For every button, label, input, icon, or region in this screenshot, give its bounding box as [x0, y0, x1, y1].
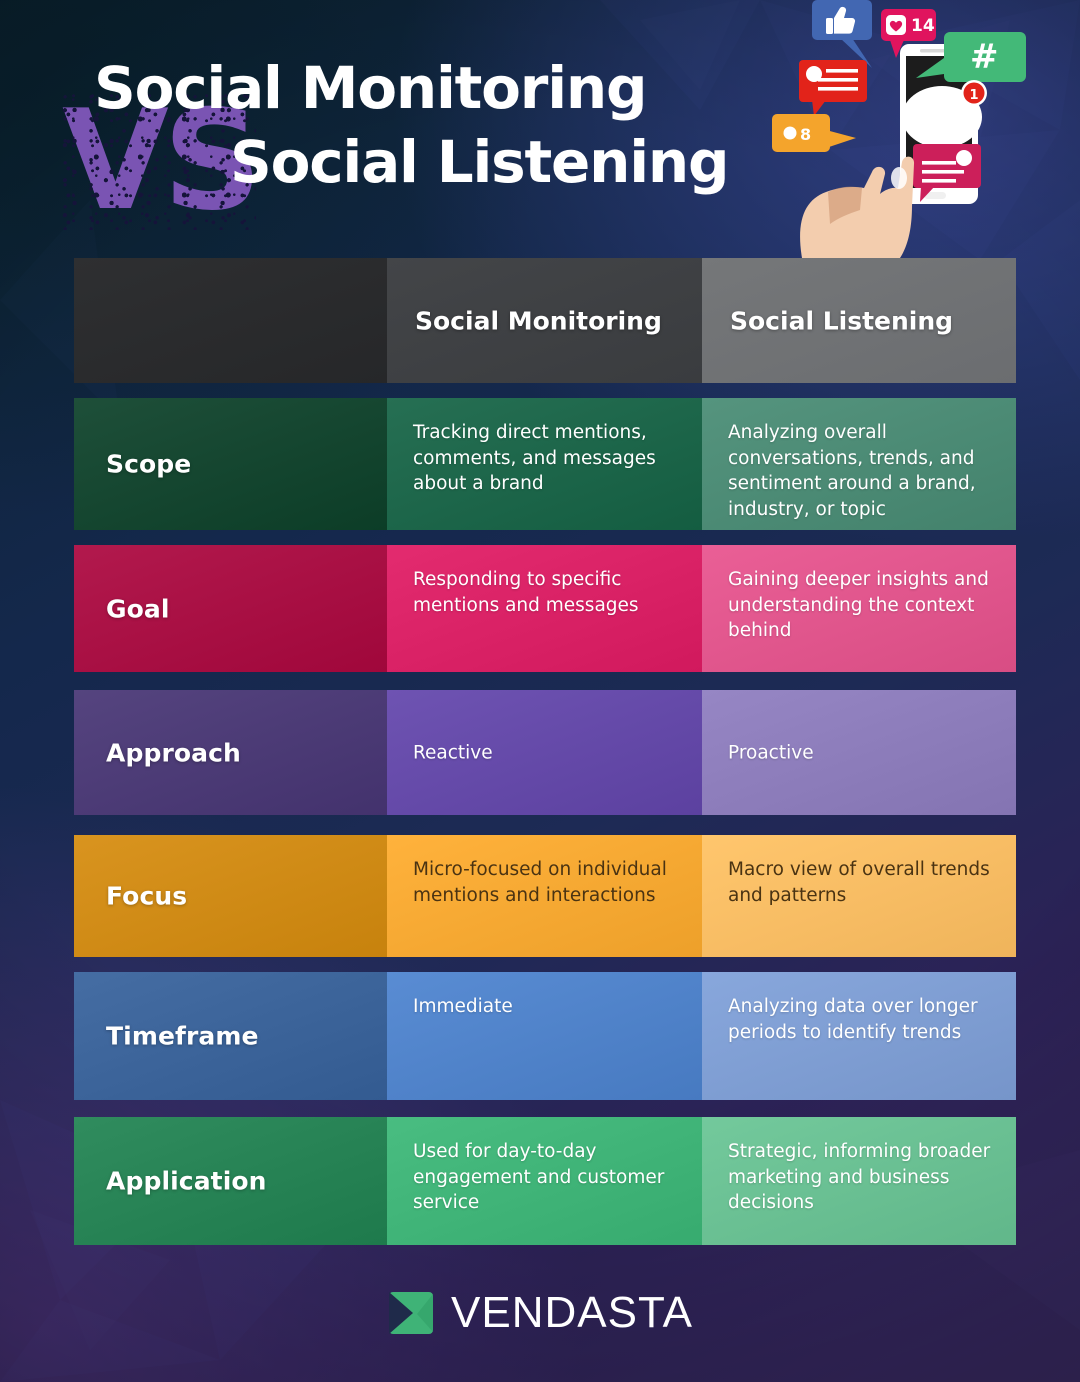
- page-title: Social Monitoring Social Listening: [94, 56, 734, 194]
- table-row: Scope Tracking direct mentions, comments,…: [74, 398, 1016, 530]
- row-label-cell: Scope: [74, 398, 387, 530]
- comment-count-bubble: 8: [772, 114, 856, 152]
- row-monitoring-cell: Micro-focused on individual mentions and…: [387, 835, 702, 957]
- row-listening-cell: Strategic, informing broader marketing a…: [702, 1117, 1016, 1245]
- message-card-pink: [913, 144, 981, 202]
- heart-icon: [886, 15, 906, 35]
- row-listening-text: Analyzing data over longer periods to id…: [728, 996, 978, 1043]
- row-label-cell: Approach: [74, 690, 387, 815]
- table-header-row: Social Monitoring Social Listening: [74, 258, 1016, 383]
- header-label-listening: Social Listening: [730, 306, 954, 335]
- page-header: VS Social Monitoring Social Listening: [0, 0, 1080, 258]
- table-body: Scope Tracking direct mentions, comments,…: [74, 383, 1016, 1245]
- row-monitoring-cell: Used for day-to-day engagement and custo…: [387, 1117, 702, 1245]
- hand-icon: [800, 156, 915, 258]
- row-listening-text: Gaining deeper insights and understandin…: [728, 569, 989, 641]
- row-label-cell: Focus: [74, 835, 387, 957]
- row-gap: [74, 530, 1016, 545]
- row-label: Approach: [106, 738, 241, 767]
- comparison-table: Social Monitoring Social Listening Scope…: [74, 258, 1016, 1245]
- row-gap: [74, 672, 1016, 690]
- footer-logo[interactable]: VENDASTA: [0, 1288, 1080, 1338]
- row-listening-text: Strategic, informing broader marketing a…: [728, 1141, 991, 1213]
- row-listening-text: Proactive: [728, 741, 814, 763]
- header-label-monitoring: Social Monitoring: [415, 306, 662, 335]
- thumbs-up-bubble: [812, 0, 872, 68]
- vendasta-logo-icon: [389, 1292, 434, 1334]
- comment-count-label: 8: [800, 125, 811, 144]
- row-gap: [74, 1100, 1016, 1117]
- row-listening-cell: Macro view of overall trends and pattern…: [702, 835, 1016, 957]
- row-monitoring-cell: Responding to specific mentions and mess…: [387, 545, 702, 672]
- row-monitoring-text: Immediate: [413, 996, 513, 1017]
- notification-badge: 1: [961, 80, 987, 106]
- vendasta-wordmark: VENDASTA: [451, 1288, 693, 1337]
- table-row: Focus Micro-focused on individual mention…: [74, 835, 1016, 957]
- row-listening-cell: Analyzing overall conversations, trends,…: [702, 398, 1016, 530]
- row-label: Focus: [106, 881, 188, 911]
- row-monitoring-text: Reactive: [413, 741, 493, 763]
- row-label-cell: Application: [74, 1117, 387, 1245]
- row-monitoring-text: Micro-focused on individual mentions and…: [413, 859, 667, 906]
- row-monitoring-text: Tracking direct mentions, comments, and …: [413, 422, 656, 494]
- row-monitoring-cell: Tracking direct mentions, comments, and …: [387, 398, 702, 530]
- row-label: Timeframe: [106, 1021, 259, 1051]
- hashtag-bubble: #: [916, 32, 1026, 82]
- row-label-cell: Goal: [74, 545, 387, 672]
- message-card-red: [799, 60, 867, 116]
- header-cell-listening: Social Listening: [702, 258, 1016, 383]
- table-row: Goal Responding to specific mentions and …: [74, 545, 1016, 672]
- table-row: Approach Reactive Proactive: [74, 690, 1016, 815]
- thumbs-up-icon: [826, 6, 856, 34]
- row-monitoring-cell: Reactive: [387, 690, 702, 815]
- title-line-monitoring: Social Monitoring: [94, 54, 647, 122]
- row-label: Application: [106, 1166, 267, 1196]
- row-label-cell: Timeframe: [74, 972, 387, 1100]
- row-listening-text: Macro view of overall trends and pattern…: [728, 859, 990, 906]
- row-label: Scope: [106, 449, 192, 479]
- header-cell-blank: [74, 258, 387, 383]
- row-listening-cell: Gaining deeper insights and understandin…: [702, 545, 1016, 672]
- row-monitoring-text: Used for day-to-day engagement and custo…: [413, 1141, 665, 1213]
- table-row: Timeframe Immediate Analyzing data over lo…: [74, 972, 1016, 1100]
- header-cell-monitoring: Social Monitoring: [387, 258, 702, 383]
- row-listening-cell: Proactive: [702, 690, 1016, 815]
- row-gap: [74, 957, 1016, 972]
- heart-count-bubble: 14: [881, 9, 936, 58]
- hashtag-icon: #: [970, 37, 999, 77]
- row-monitoring-text: Responding to specific mentions and mess…: [413, 569, 639, 616]
- row-label: Goal: [106, 594, 170, 623]
- row-gap: [74, 383, 1016, 398]
- row-listening-cell: Analyzing data over longer periods to id…: [702, 972, 1016, 1100]
- social-media-phone-illustration: 14 # 8: [772, 0, 1026, 258]
- title-line-listening: Social Listening: [230, 128, 730, 196]
- heart-count-label: 14: [911, 16, 935, 36]
- row-gap: [74, 815, 1016, 835]
- table-row: Application Used for day-to-day engagemen…: [74, 1117, 1016, 1245]
- row-monitoring-cell: Immediate: [387, 972, 702, 1100]
- row-listening-text: Analyzing overall conversations, trends,…: [728, 422, 976, 520]
- notification-badge-count: 1: [969, 88, 978, 103]
